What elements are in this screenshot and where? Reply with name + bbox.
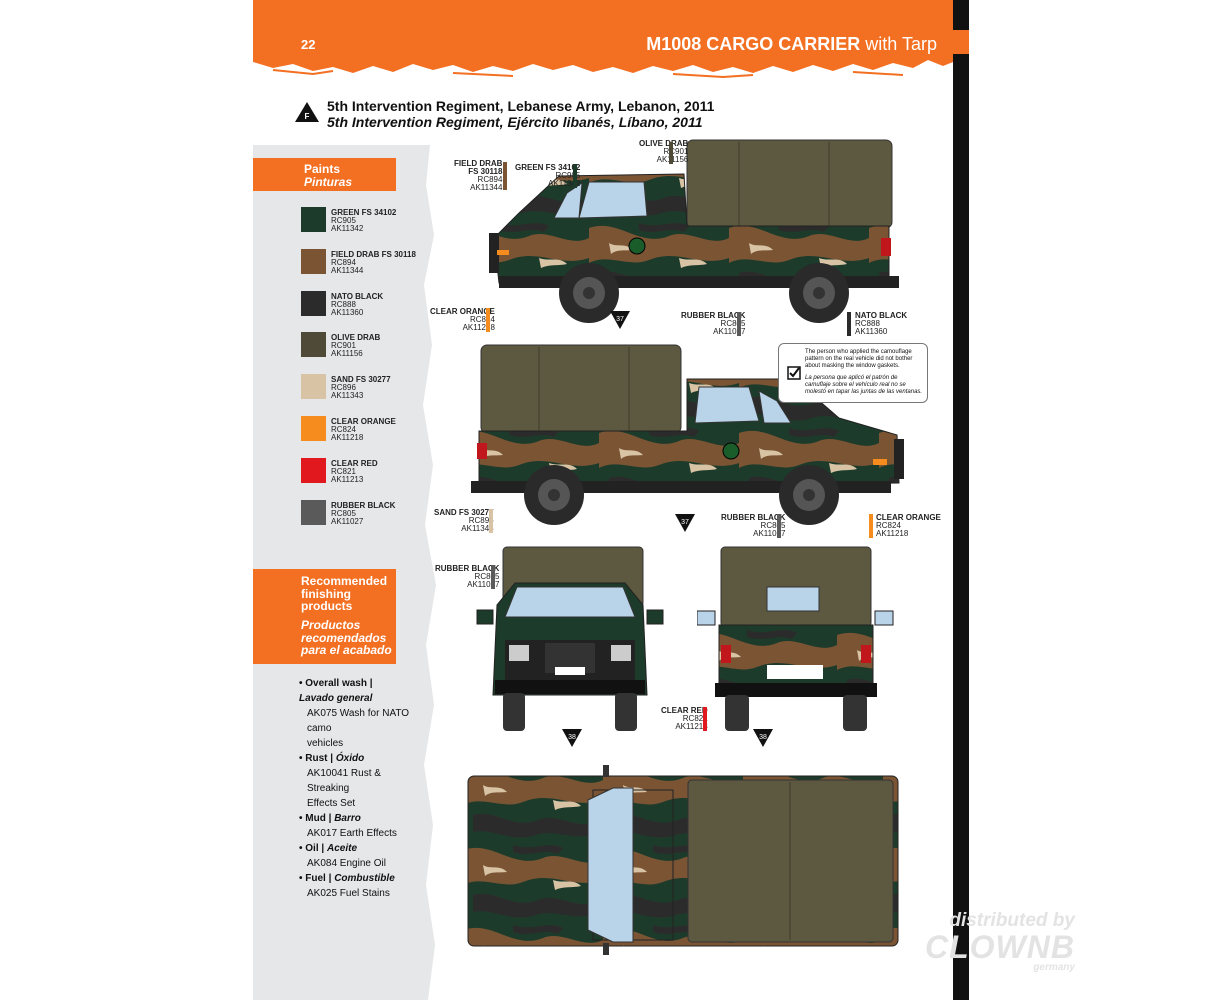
svg-text:37: 37 — [681, 519, 689, 526]
finishing-item: • Fuel | Combustible AK025 Fuel Stains — [299, 873, 395, 899]
finishing-list: • Overall wash |Lavado general AK075 Was… — [299, 676, 419, 901]
vehicle-side-left — [489, 139, 899, 323]
swatch-green — [301, 207, 326, 232]
distributor-watermark: distributed by CLOWNB germany — [925, 910, 1075, 973]
paints-heading-es: Pinturas — [304, 175, 353, 189]
marker-38-icon: 38 — [753, 729, 773, 747]
marker-37-icon: 37 — [675, 514, 695, 532]
callout-bar-clear-orange-2 — [869, 514, 873, 538]
swatch-nato-black — [301, 291, 326, 316]
note-en: The person who applied the camouflage pa… — [805, 349, 913, 369]
paints-heading-en: Paints — [304, 162, 341, 176]
masking-note: The person who applied the camouflage pa… — [778, 343, 928, 403]
marker-37-icon: 37 — [610, 311, 630, 329]
callout-bar-rubber-black-3 — [491, 565, 495, 589]
vehicle-front — [476, 546, 664, 731]
swatch-field-drab — [301, 249, 326, 274]
header-band — [253, 0, 953, 79]
paints-heading: Paints Pinturas — [253, 158, 396, 191]
swatch-rubber-black — [301, 500, 326, 525]
scheme-subtitle: 5th Intervention Regiment, Lebanese Army… — [327, 98, 714, 130]
callout-bar-sand — [489, 509, 493, 533]
page-number: 22 — [301, 37, 316, 52]
page-title: M1008 CARGO CARRIER with Tarp — [646, 34, 937, 55]
callout-bar-rubber-black-1 — [737, 312, 741, 336]
scheme-badge-icon: F — [295, 102, 319, 122]
manual-page: 22 M1008 CARGO CARRIER with Tarp F 5th I… — [253, 0, 969, 1000]
svg-text:38: 38 — [759, 734, 767, 741]
vehicle-top — [467, 765, 899, 955]
finishing-item: • Overall wash |Lavado general AK075 Was… — [299, 678, 410, 749]
swatch-sand — [301, 374, 326, 399]
subtitle-es: 5th Intervention Regiment, Ejército liba… — [327, 114, 703, 130]
scheme-badge-letter: F — [305, 112, 310, 121]
callout-bar-rubber-black-2 — [777, 514, 781, 538]
callout-bar-clear-orange-1 — [486, 308, 490, 332]
recommended-heading-en: Recommended finishing products — [301, 574, 388, 613]
note-es: La persona que aplicó el patrón de camuf… — [805, 375, 923, 395]
recommended-heading-es: Productos recomendados para el acabado — [301, 618, 392, 657]
finishing-item: • Rust | Óxido AK10041 Rust & Streaking … — [299, 753, 381, 809]
subtitle-en: 5th Intervention Regiment, Lebanese Army… — [327, 98, 715, 114]
callout-bar-nato-black — [847, 312, 851, 336]
title-main: M1008 CARGO CARRIER — [646, 34, 861, 54]
marker-38-icon: 38 — [562, 729, 582, 747]
swatch-olive-drab — [301, 332, 326, 357]
swatch-clear-red — [301, 458, 326, 483]
recommended-heading: Recommended finishing products Productos… — [253, 569, 396, 664]
swatch-clear-orange — [301, 416, 326, 441]
callout-bar-olive-drab — [669, 142, 673, 164]
finishing-item: • Oil | Aceite AK084 Engine Oil — [299, 843, 386, 869]
vehicle-rear — [697, 546, 894, 731]
page-edge-bar — [953, 0, 969, 1000]
callout-bar-field-drab — [503, 162, 507, 190]
sidebar-rough-edge — [418, 145, 436, 1000]
finishing-item: • Mud | Barro AK017 Earth Effects — [299, 813, 397, 839]
callout-bar-green — [573, 164, 577, 188]
title-sub: with Tarp — [865, 34, 937, 54]
svg-text:37: 37 — [616, 316, 624, 323]
check-icon — [787, 366, 801, 380]
svg-text:38: 38 — [568, 734, 576, 741]
vehicle-side-right — [471, 344, 904, 525]
callout-bar-clear-red — [703, 707, 707, 731]
